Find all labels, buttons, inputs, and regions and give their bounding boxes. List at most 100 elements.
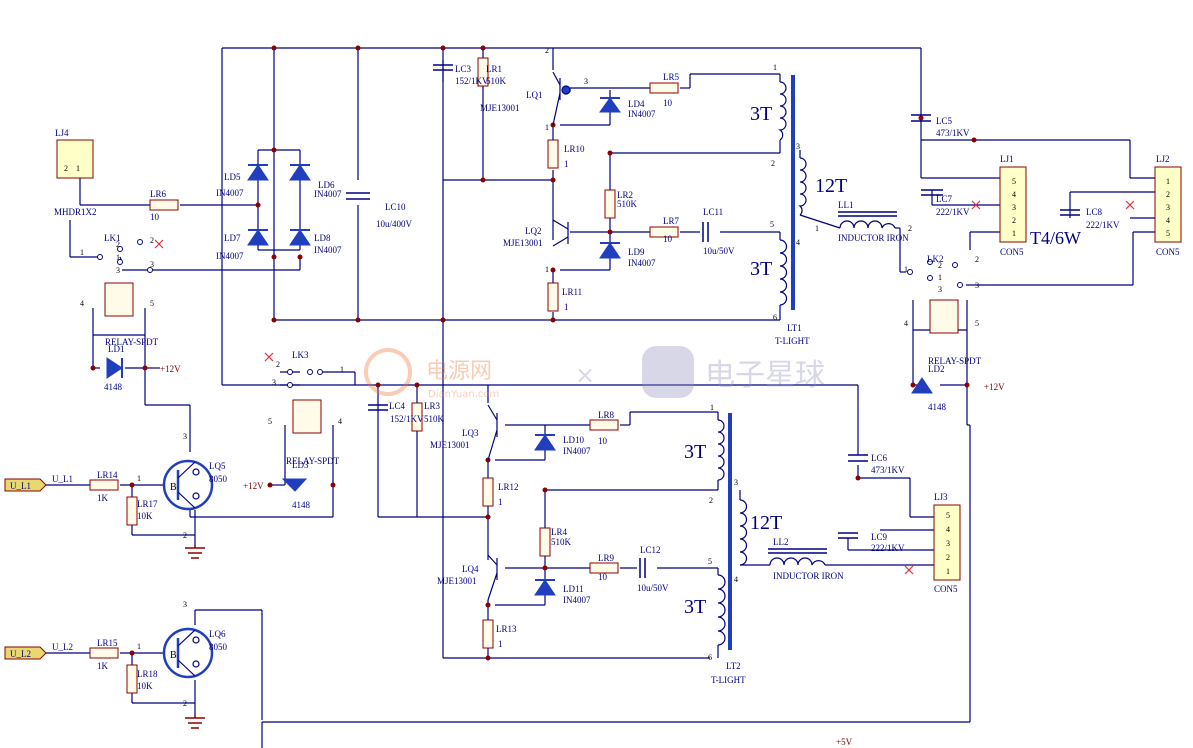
lj4-pin-2: 2 <box>64 164 68 173</box>
watermark-separator-icon: × <box>575 361 595 389</box>
lt1-secondary: 12T <box>815 175 847 197</box>
ld8-label: LD8 <box>314 233 331 243</box>
lq6-pin-1: 1 <box>137 642 141 651</box>
lt2-pin-2: 2 <box>709 496 713 505</box>
inductor-cores <box>768 211 897 554</box>
relay-left-pin-5: 5 <box>150 299 154 308</box>
ld11-diode <box>534 579 556 596</box>
v12-left: +12V <box>160 364 181 374</box>
lc7-value: 222/1KV <box>936 207 970 217</box>
ld7-part: IN4007 <box>216 251 244 261</box>
ll2-part: INDUCTOR IRON <box>773 571 844 581</box>
ld8-diode <box>289 229 311 246</box>
lt1-pin-4: 4 <box>796 238 800 247</box>
lj3-pin-3: 3 <box>946 539 950 548</box>
bridge-diodes <box>106 97 933 596</box>
lq2-part: MJE13001 <box>503 238 543 248</box>
lj2-pin-2: 2 <box>1166 190 1170 199</box>
relay-left-label: RELAY-SPDT <box>105 337 159 347</box>
lj4-label: LJ4 <box>55 128 69 138</box>
lt2-pin-6: 6 <box>708 653 712 662</box>
relay-right-pin-5: 5 <box>975 319 979 328</box>
lr18-value: 10K <box>137 681 153 691</box>
lc12-label: LC12 <box>640 545 661 555</box>
junction-dots <box>90 45 977 661</box>
lr5-label: LR5 <box>663 72 680 82</box>
lc7-label: LC7 <box>936 194 953 204</box>
ld2-diode <box>911 377 933 394</box>
lj3-label: LJ3 <box>934 492 948 502</box>
u-l1-flag <box>4 478 47 492</box>
lj2-pin-1: 1 <box>1166 177 1170 186</box>
ld9-diode <box>599 242 621 259</box>
lr7-value: 10 <box>663 234 673 244</box>
lq1-transistor <box>552 71 571 126</box>
ld5-label: LD5 <box>224 172 241 182</box>
capacitors <box>346 64 1080 578</box>
lr10-label: LR10 <box>564 144 585 154</box>
lq5-part: 8050 <box>209 474 228 484</box>
transformer-cores <box>728 75 795 650</box>
lt1-pin-3: 3 <box>796 142 800 151</box>
lk1-pin-2: 2 <box>116 240 120 249</box>
transistors <box>162 71 571 679</box>
ld11-label: LD11 <box>563 584 584 594</box>
lr12-value: 1 <box>498 497 503 507</box>
lk3-pin-2: 2 <box>276 360 280 369</box>
lt2-type: T-LIGHT <box>711 675 746 685</box>
lq6-pin-2: 2 <box>183 699 187 708</box>
watermark-site1-url: DianYuan.com <box>428 389 499 400</box>
ld2-label: LD2 <box>928 364 945 374</box>
lj1-pin-3: 3 <box>1012 203 1016 212</box>
lr15-value: 1K <box>97 661 109 671</box>
lj4-connector <box>56 139 94 179</box>
lc3-label: LC3 <box>455 64 472 74</box>
lc5-label: LC5 <box>936 116 953 126</box>
lq1-part: MJE13001 <box>480 103 520 113</box>
lj3-pin-2: 2 <box>946 553 950 562</box>
v12-center: +12V <box>243 481 264 491</box>
lt1-primary-bottom: 3T <box>750 258 772 280</box>
lc9-label: LC9 <box>871 532 888 542</box>
lr14-value: 1K <box>97 493 109 503</box>
lj4-part: MHDR1X2 <box>54 207 97 217</box>
lq6-pin-3: 3 <box>183 600 187 609</box>
lj3-pin-1: 1 <box>946 567 950 576</box>
u-l1-wire-label: U_L1 <box>52 474 73 484</box>
lr5-value: 10 <box>663 98 673 108</box>
lr14-label: LR14 <box>97 470 118 480</box>
relay-center-label: RELAY-SPDT <box>286 456 340 466</box>
u-l2-wire-label: U_L2 <box>52 642 73 652</box>
u-l1-flag-label: U_L1 <box>10 481 31 491</box>
u-l2-flag-label: U_L2 <box>10 649 31 659</box>
watermark-site1: 电源网 <box>426 359 492 384</box>
lj3-part: CON5 <box>934 584 958 594</box>
lj2-part: CON5 <box>1156 247 1180 257</box>
lr1-label: LR1 <box>486 64 502 74</box>
ld2-part: 4148 <box>928 402 947 412</box>
lj1-part: CON5 <box>1000 247 1024 257</box>
lr9-label: LR9 <box>598 553 615 563</box>
lt2-primary-top: 3T <box>684 441 706 463</box>
lj3-connector <box>933 504 961 581</box>
lr7-label: LR7 <box>663 216 680 226</box>
lq1-label: LQ1 <box>526 90 543 100</box>
lj1-pin-4: 4 <box>1012 190 1016 199</box>
ld1-diode <box>106 357 123 379</box>
lt1-type: T-LIGHT <box>775 336 810 346</box>
ld4-part: IN4007 <box>628 109 656 119</box>
ll1-pin-1: 1 <box>815 224 819 233</box>
ld7-label: LD7 <box>224 233 241 243</box>
lr11-value: 1 <box>564 302 569 312</box>
dianyuan-logo-icon <box>364 348 412 396</box>
ld6-label: LD6 <box>318 180 335 190</box>
ld5-diode <box>247 164 269 181</box>
lk3-pin-1: 1 <box>340 365 344 374</box>
lr15-label: LR15 <box>97 638 118 648</box>
lt1-pin-5: 5 <box>770 220 774 229</box>
lj2-pin-5: 5 <box>1166 229 1170 238</box>
lk2-pin-1: 1 <box>904 265 908 274</box>
lk1-pin-1b: 1 <box>116 253 120 262</box>
ld3-label: LD3 <box>292 460 309 470</box>
lr18-label: LR18 <box>137 669 158 679</box>
